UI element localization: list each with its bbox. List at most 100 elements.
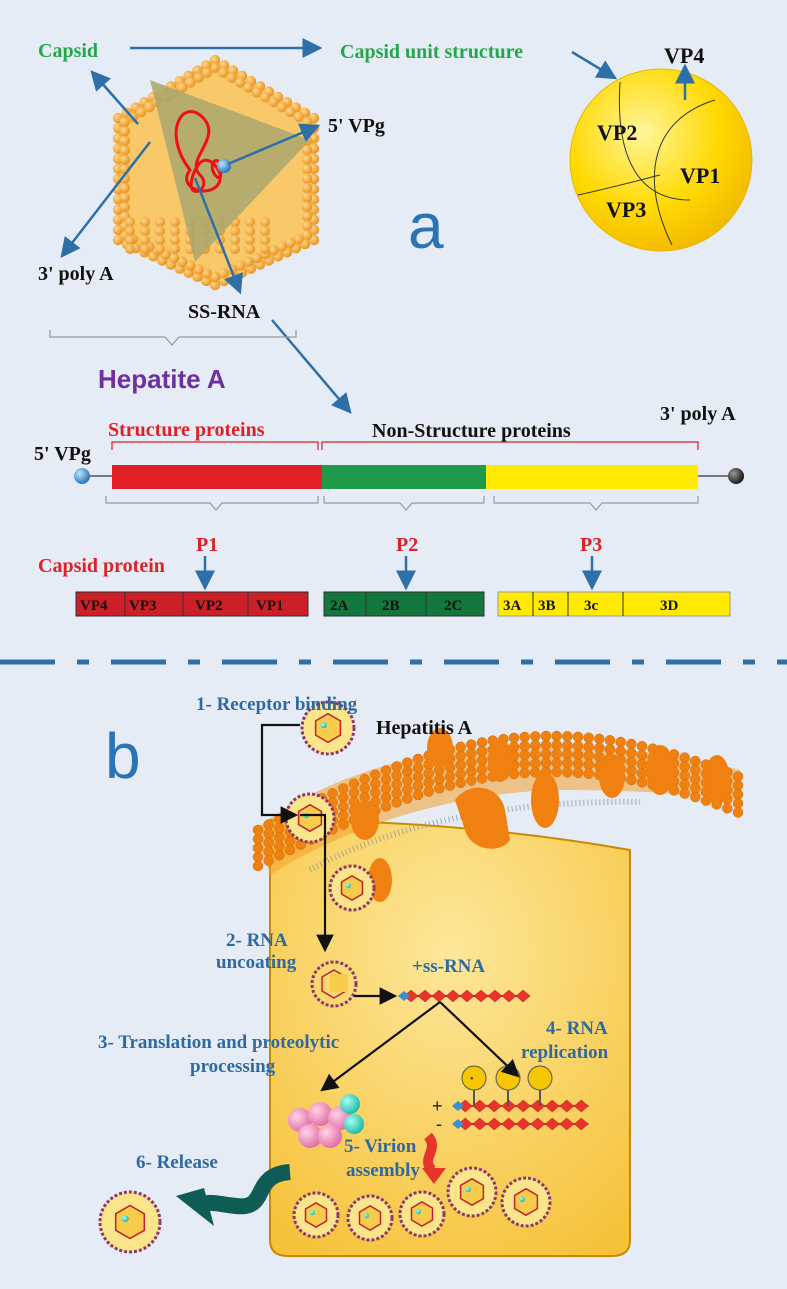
lipid-head	[572, 731, 584, 743]
lipid-head	[476, 737, 488, 748]
lipid-head	[551, 739, 562, 751]
lipid-head	[626, 747, 637, 759]
p3-cell: 3B	[538, 598, 556, 614]
capsomere	[119, 154, 130, 165]
capsomere	[251, 87, 263, 98]
lipid-head	[402, 793, 413, 804]
capsomere	[301, 192, 313, 203]
panel-a: Capsid Capsid unit structure 5' VPg 3' p…	[34, 38, 753, 617]
virus-label: Hepatitis A	[376, 717, 473, 739]
segment-p1	[112, 465, 322, 489]
protein-cluster-icon	[288, 1094, 364, 1148]
translation-arrow	[320, 1001, 441, 1092]
rna-nucleotide	[544, 1099, 560, 1113]
capsomere	[260, 92, 271, 103]
segment-p3	[486, 465, 698, 489]
virion	[446, 1166, 498, 1218]
lipid-head	[263, 855, 274, 866]
step1-label: 1- Receptor binding	[196, 694, 358, 715]
genome-polya-label: 3' poly A	[660, 403, 736, 425]
capsid-hexagon	[112, 54, 320, 291]
lipid-head	[274, 832, 285, 843]
capsomere	[119, 192, 130, 203]
step2-label: uncoating	[216, 952, 297, 973]
capsomere	[170, 244, 180, 254]
lipid-head	[636, 776, 648, 788]
lipid-head	[519, 767, 530, 779]
vp4-label: VP4	[664, 43, 704, 68]
lipid-head	[402, 757, 413, 768]
vp2-label: VP2	[597, 120, 637, 145]
lipid-head	[519, 749, 530, 761]
capsomere	[226, 72, 237, 83]
capsomere	[170, 235, 180, 245]
cell-body	[269, 818, 631, 1257]
nonstructure-proteins-label: Non-Structure proteins	[372, 420, 571, 442]
capsomere	[119, 135, 130, 146]
lipid-head	[476, 746, 488, 757]
membrane-protein	[531, 772, 559, 828]
membrane-protein	[646, 745, 674, 795]
lipid-head	[391, 779, 402, 790]
panel-a-letter: a	[408, 190, 444, 262]
lipid-head	[594, 751, 605, 763]
lipid-head	[626, 774, 637, 786]
lipid-head	[594, 742, 605, 754]
lipid-head	[455, 759, 466, 771]
capsomere	[245, 226, 255, 236]
capsomere	[268, 245, 279, 256]
capsomere	[155, 217, 165, 227]
capsomere	[185, 260, 196, 271]
lipid-head	[466, 766, 477, 777]
structure-bracket	[111, 441, 319, 450]
lipid-head	[380, 792, 392, 803]
capsomere	[301, 173, 313, 184]
lipid-head	[476, 773, 488, 784]
rna-nucleotide	[573, 1099, 589, 1113]
replication-arrow	[439, 1001, 520, 1078]
lipid-head	[572, 749, 584, 761]
lipid-head	[572, 758, 584, 770]
p1-box: VP4 VP3 VP2 VP1	[75, 591, 309, 617]
capsomere	[301, 201, 313, 213]
lipid-head	[412, 780, 424, 792]
virus-brace	[49, 330, 297, 346]
capsomere	[276, 101, 288, 113]
lipid-head	[391, 761, 402, 772]
step6-label: 6- Release	[136, 1152, 218, 1173]
rna-nucleotide	[559, 1099, 575, 1113]
lipid-head	[690, 791, 701, 803]
lipid-head	[444, 771, 456, 782]
step2-label: 2- RNA	[226, 930, 288, 951]
lipid-head	[690, 773, 701, 785]
lipid-head	[583, 759, 594, 770]
virion-particles	[98, 700, 552, 1254]
capsomere	[155, 244, 165, 254]
rna-plus-strand	[452, 1099, 589, 1113]
lipid-head	[391, 797, 402, 808]
rna-nucleotide	[457, 1099, 473, 1113]
genome-vpg-label: 5' VPg	[34, 443, 91, 465]
p2-cell: 2C	[444, 598, 462, 614]
lipid-head	[668, 785, 680, 796]
ssrna-label: SS-RNA	[188, 301, 261, 323]
membrane-protein	[704, 755, 730, 805]
capsomere	[135, 106, 147, 118]
lipid-head	[551, 730, 562, 742]
p2-cell: 2A	[330, 598, 349, 614]
lipid-head	[679, 788, 690, 799]
rna-coil-icon	[174, 110, 223, 193]
lipid-head	[455, 768, 466, 780]
ss-rna-strand	[398, 989, 531, 1003]
lipid-head	[252, 842, 264, 854]
lipid-head	[391, 788, 402, 799]
p3-box: 3A 3B 3c 3D	[497, 591, 731, 617]
p2-box: 2A 2B 2C	[323, 591, 485, 617]
capsomere	[245, 235, 255, 245]
panel-b: b	[98, 694, 744, 1257]
ssrna-label: +ss-RNA	[412, 956, 485, 977]
capsomere	[193, 264, 204, 275]
capsomere	[230, 244, 240, 254]
virion	[284, 792, 336, 844]
